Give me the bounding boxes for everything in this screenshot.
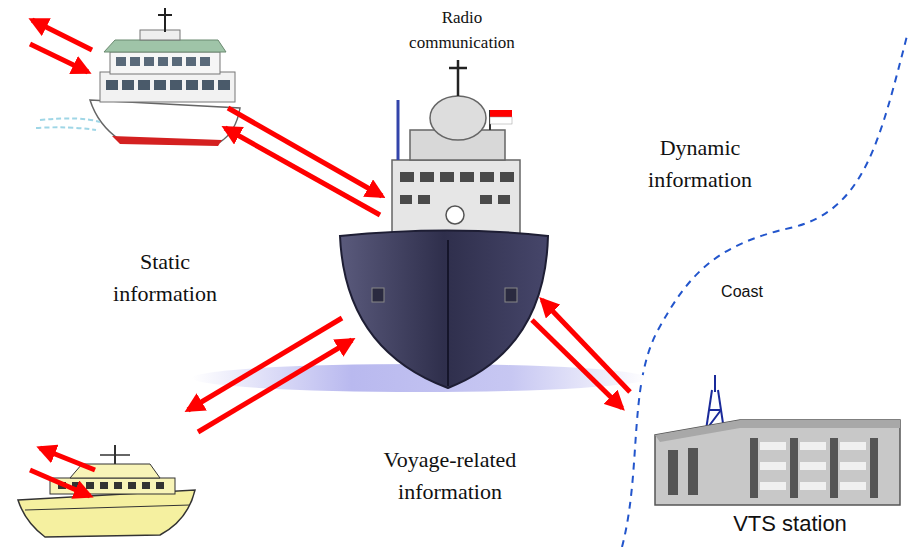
yacht xyxy=(18,445,195,537)
label-text: Coast xyxy=(707,280,777,303)
channel-label: Radio communication xyxy=(400,6,525,55)
own-ship xyxy=(192,60,648,392)
ferry-ship xyxy=(36,8,240,146)
coast-line xyxy=(622,32,908,547)
label-text: Static information xyxy=(100,246,230,310)
label-text: Radio communication xyxy=(400,6,525,55)
station-node: VTS station xyxy=(729,508,851,540)
node-text: VTS station xyxy=(733,508,847,540)
coast-label: Coast xyxy=(707,280,777,303)
radio-arrows xyxy=(30,20,630,496)
vts-building xyxy=(655,375,900,505)
info-label: Voyage-related information xyxy=(365,444,535,508)
label-text: Voyage-related information xyxy=(365,444,535,508)
label-text: Dynamic information xyxy=(635,132,765,196)
info-label: Static information xyxy=(100,246,230,310)
info-label: Dynamic information xyxy=(635,132,765,196)
